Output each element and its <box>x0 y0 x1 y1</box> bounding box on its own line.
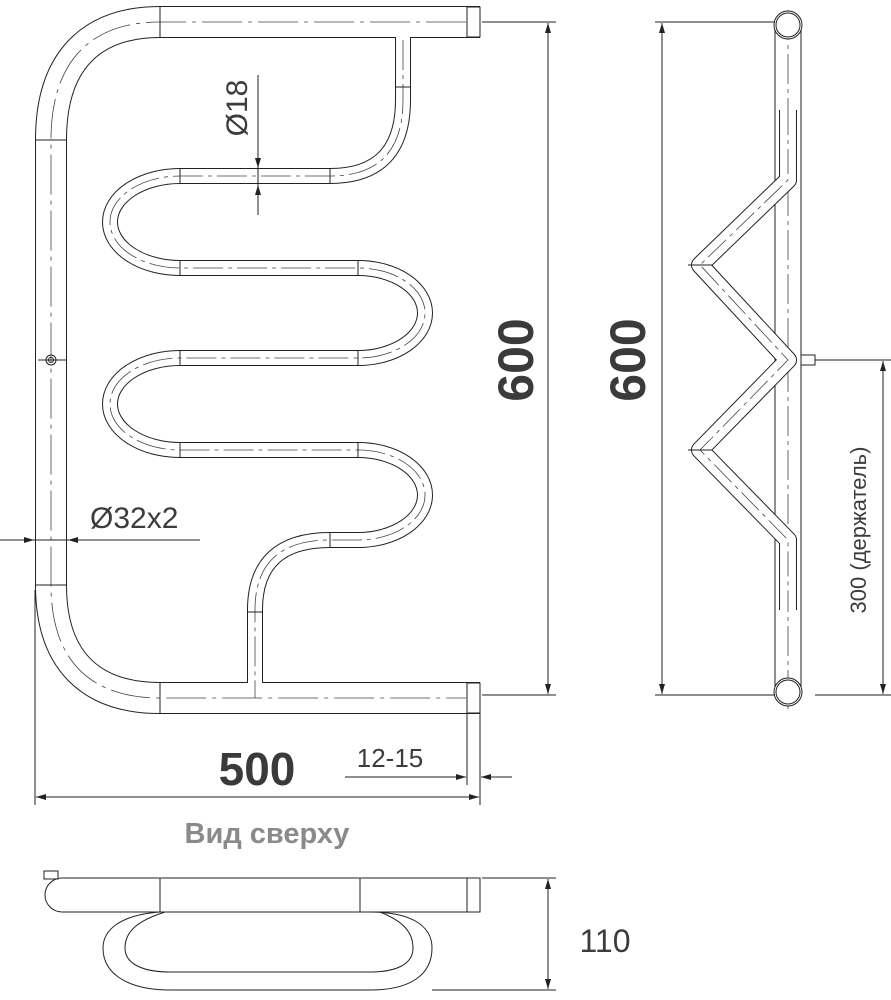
top-view: Вид сверху 110 <box>43 818 631 991</box>
coil-diameter-label: Ø18 <box>221 80 254 137</box>
tube-diameter-label: Ø32x2 <box>90 502 178 535</box>
bottom-end-cap <box>466 682 481 714</box>
front-view: 600 Ø18 Ø32x2 500 12-15 <box>0 6 556 805</box>
top-view-title: Вид сверху <box>185 818 350 850</box>
offset-dimension: 12-15 <box>345 713 512 785</box>
holder-label: 300 (держатель) <box>846 447 871 614</box>
serpentine-coil <box>102 37 433 698</box>
main-tube <box>35 6 481 714</box>
depth-label: 110 <box>579 923 630 959</box>
holder-stub <box>800 354 816 366</box>
side-height-label: 600 <box>600 318 656 401</box>
tube-diameter-dimension: Ø32x2 <box>0 502 200 543</box>
side-view: 600 300 (держатель) <box>600 10 891 710</box>
width-dimension: 500 <box>34 590 481 805</box>
height-dimension: 600 <box>482 21 556 696</box>
coil-diameter-dimension: Ø18 <box>221 75 261 215</box>
height-label: 600 <box>488 318 544 401</box>
width-label: 500 <box>219 743 296 795</box>
offset-label: 12-15 <box>357 743 424 773</box>
top-end-cap <box>466 6 481 38</box>
valve-knob <box>43 870 59 880</box>
